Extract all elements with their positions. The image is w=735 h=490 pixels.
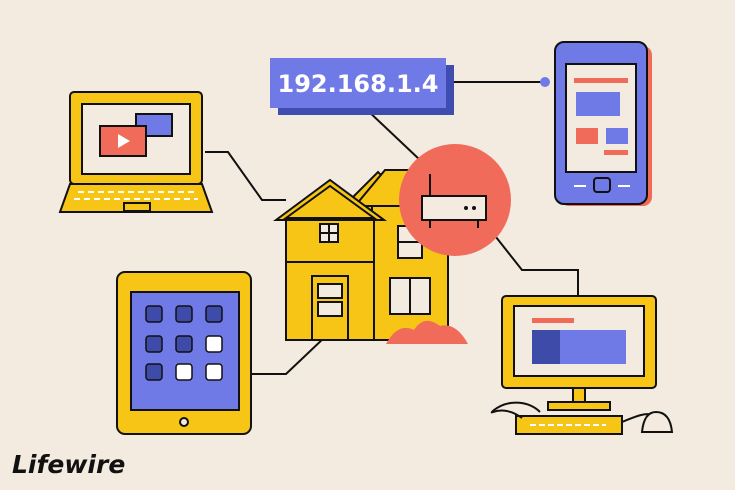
desktop-monitor-icon [501, 295, 657, 411]
tablet-icon [116, 271, 252, 435]
mouse-icon [640, 410, 674, 433]
router-icon [399, 144, 511, 256]
brand-logo: Lifewire [12, 450, 125, 479]
house-icon [272, 169, 451, 341]
monitor-link [491, 231, 579, 295]
smartphone-icon [554, 41, 652, 206]
laptop-link [205, 151, 286, 201]
keyboard-icon [515, 415, 623, 435]
mouse-cable [490, 401, 541, 419]
tablet-home-button [179, 417, 189, 427]
phone-link-dot [540, 77, 550, 87]
ip-address-label: 192.168.1.4 [270, 58, 454, 115]
bush-icon [386, 320, 468, 344]
ip-address-text: 192.168.1.4 [278, 70, 439, 98]
laptop-icon [58, 91, 214, 213]
app-grid [145, 305, 223, 381]
play-icon [118, 134, 130, 148]
ip-link [364, 107, 421, 161]
